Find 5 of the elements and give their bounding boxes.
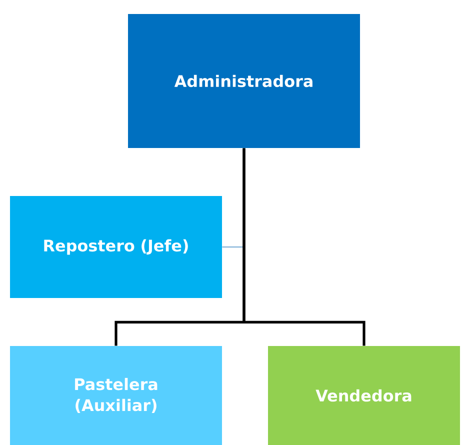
- org-box: Vendedora: [268, 346, 460, 445]
- connector-line: [242, 148, 366, 346]
- org-box: Pastelera (Auxiliar): [10, 346, 222, 445]
- org-box: Repostero (Jefe): [10, 196, 222, 298]
- org-box: Administradora: [128, 14, 360, 148]
